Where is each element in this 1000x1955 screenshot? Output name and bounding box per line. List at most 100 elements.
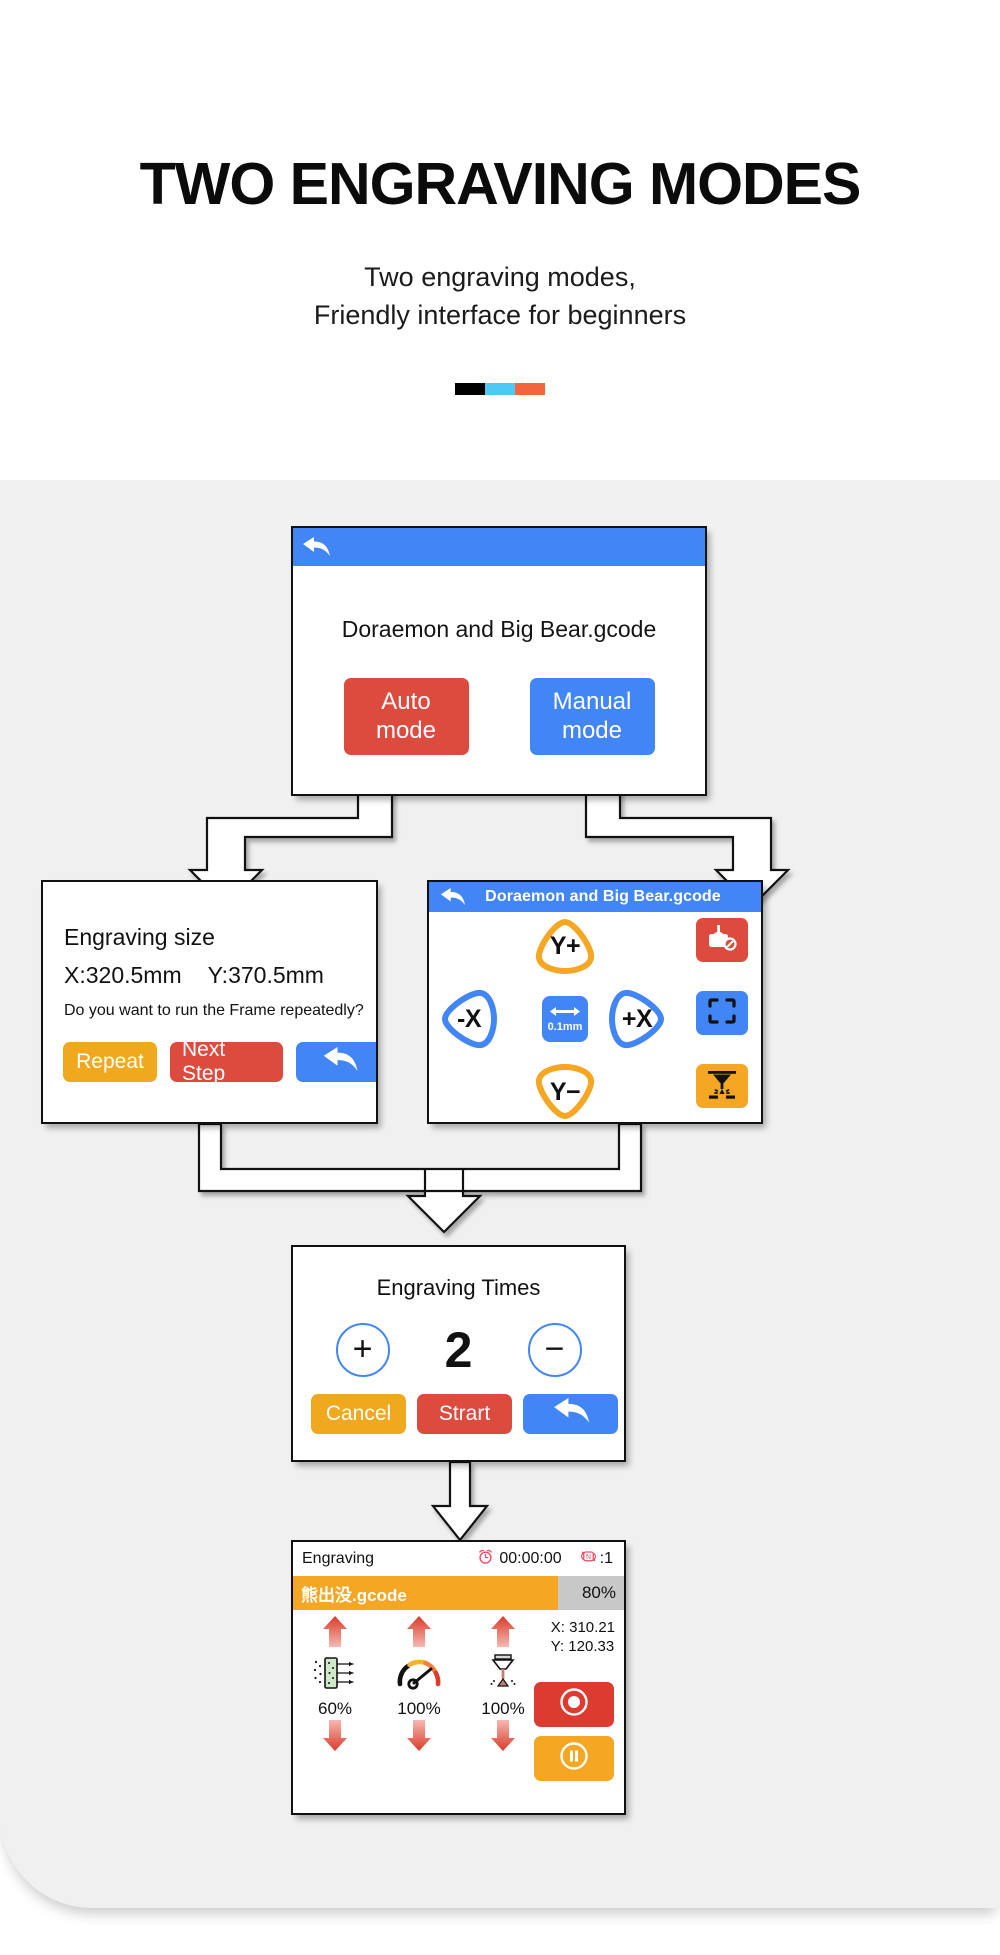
- progress-bar: 熊出没.gcode 80%: [293, 1576, 624, 1610]
- step-size-button[interactable]: 0.1mm: [542, 996, 588, 1042]
- connector-manual-to-jog: [584, 788, 816, 910]
- decrement-button[interactable]: −: [527, 1323, 582, 1377]
- screen-engraving-run: Engraving 00:00:00 N: [291, 1540, 626, 1815]
- screen-manual-jog: Doraemon and Big Bear.gcode Y+ -X: [427, 880, 763, 1124]
- laser-power-value: 100%: [481, 1699, 525, 1718]
- laser-off-button[interactable]: [696, 918, 748, 962]
- engraving-times-count: 2: [444, 1322, 473, 1378]
- size-x-value: X:320.5mm: [64, 962, 182, 988]
- jog-x-minus-label: -X: [457, 1004, 482, 1033]
- jog-x-minus-button[interactable]: -X: [439, 985, 499, 1053]
- stop-record-icon: [559, 1687, 589, 1722]
- cancel-button[interactable]: Cancel: [311, 1394, 406, 1434]
- pause-button[interactable]: [534, 1736, 614, 1781]
- connector-times-to-run: [430, 1460, 492, 1544]
- page-title: TWO ENGRAVING MODES: [139, 151, 862, 217]
- divider-segment-orange: [515, 383, 545, 395]
- decrease-arrow-icon[interactable]: [488, 1719, 518, 1758]
- frame-preview-button[interactable]: [696, 991, 748, 1035]
- progress-fill: [293, 1576, 558, 1610]
- back-arrow-icon: [550, 1398, 592, 1430]
- position-readout: X: 310.21 Y: 120.33: [551, 1618, 615, 1656]
- air-assist-value: 60%: [317, 1699, 353, 1718]
- jog-pad: Y+ -X 0.1mm: [429, 912, 761, 1122]
- jog-y-plus-button[interactable]: Y+: [531, 916, 599, 976]
- laser-engrave-icon: [705, 1068, 739, 1105]
- engraving-times-stepper: + 2 −: [293, 1321, 624, 1379]
- file-name-label: Doraemon and Big Bear.gcode: [341, 616, 657, 642]
- run-loop-value: :1: [599, 1550, 613, 1567]
- start-button[interactable]: Strart: [417, 1394, 512, 1434]
- frame-repeat-question: Do you want to run the Frame repeatedly?: [64, 1002, 364, 1019]
- run-timer-value: 00:00:00: [499, 1550, 562, 1567]
- minus-icon: −: [544, 1330, 565, 1369]
- manual-jog-topbar: Doraemon and Big Bear.gcode: [429, 882, 761, 912]
- subtitle-line-1: Two engraving modes,: [364, 262, 636, 292]
- divider-segment-black: [455, 383, 485, 395]
- back-button[interactable]: [296, 1042, 376, 1082]
- frame-bracket-icon: [707, 997, 737, 1030]
- double-arrow-icon: [549, 1006, 581, 1020]
- run-parameter-controls: 60%: [293, 1614, 545, 1758]
- decorative-divider: [455, 383, 545, 395]
- auto-mode-button[interactable]: Auto mode: [343, 678, 469, 755]
- coord-x: X: 310.21: [550, 1619, 615, 1636]
- increase-arrow-icon[interactable]: [488, 1614, 518, 1653]
- back-arrow-icon: [320, 1046, 360, 1078]
- jog-y-minus-button[interactable]: Y−: [531, 1062, 599, 1122]
- back-arrow-icon[interactable]: [293, 528, 339, 566]
- manual-mode-button[interactable]: Manual mode: [529, 678, 655, 755]
- speed-gauge-icon: [395, 1653, 443, 1698]
- repeat-button[interactable]: Repeat: [63, 1042, 157, 1082]
- screen-engraving-times: Engraving Times + 2 − Cancel Strart: [291, 1245, 626, 1462]
- run-file-name: 熊出没.gcode: [301, 1585, 407, 1605]
- air-assist-control: 60%: [293, 1614, 377, 1758]
- mode-select-topbar: [293, 528, 705, 566]
- manual-jog-title: Doraemon and Big Bear.gcode: [485, 888, 721, 905]
- header-section: TWO ENGRAVING MODES Two engraving modes,…: [0, 0, 1000, 480]
- increase-arrow-icon[interactable]: [320, 1614, 350, 1653]
- jog-x-plus-label: +X: [621, 1004, 653, 1033]
- jog-x-plus-button[interactable]: +X: [607, 985, 667, 1053]
- step-size-label: 0.1mm: [547, 1020, 583, 1033]
- start-engrave-button[interactable]: [696, 1064, 748, 1108]
- run-action-buttons: [534, 1682, 614, 1781]
- engraving-times-title: Engraving Times: [376, 1275, 541, 1300]
- next-step-button[interactable]: Next Step: [170, 1038, 283, 1085]
- decrease-arrow-icon[interactable]: [404, 1719, 434, 1758]
- alarm-clock-icon: [477, 1548, 494, 1570]
- back-button[interactable]: [523, 1394, 618, 1434]
- engraving-times-buttons: Cancel Strart: [311, 1394, 618, 1434]
- run-status-label: Engraving: [302, 1550, 375, 1567]
- mode-buttons-row: Auto mode Manual mode: [293, 678, 705, 755]
- jog-y-plus-label: Y+: [549, 931, 581, 960]
- increment-button[interactable]: +: [335, 1323, 390, 1377]
- divider-segment-cyan: [485, 383, 515, 395]
- speed-control: 100%: [377, 1614, 461, 1758]
- subtitle-line-2: Friendly interface for beginners: [313, 300, 687, 331]
- plus-icon: +: [352, 1330, 373, 1369]
- decrease-arrow-icon[interactable]: [320, 1719, 350, 1758]
- jog-y-minus-label: Y−: [549, 1077, 581, 1106]
- laser-off-icon: [705, 923, 739, 958]
- run-timer: 00:00:00: [477, 1548, 562, 1570]
- stop-button[interactable]: [534, 1682, 614, 1727]
- pause-icon: [559, 1741, 589, 1776]
- air-assist-icon: [311, 1653, 359, 1698]
- laser-power-icon: [481, 1653, 525, 1698]
- back-arrow-icon[interactable]: [429, 882, 475, 912]
- page-subtitle: Two engraving modes, Friendly interface …: [0, 258, 1000, 335]
- loop-repeat-icon: N: [579, 1548, 598, 1570]
- increase-arrow-icon[interactable]: [404, 1614, 434, 1653]
- speed-value: 100%: [397, 1699, 441, 1718]
- engraving-size-title: Engraving size: [64, 924, 215, 950]
- progress-percent: 80%: [581, 1583, 616, 1602]
- svg-text:N: N: [586, 1554, 591, 1561]
- run-loop-count: N :1: [579, 1548, 615, 1570]
- laser-power-control: 100%: [461, 1614, 545, 1758]
- connector-merge-to-times: [197, 1122, 643, 1249]
- engraving-size-buttons: Repeat Next Step: [63, 1038, 376, 1085]
